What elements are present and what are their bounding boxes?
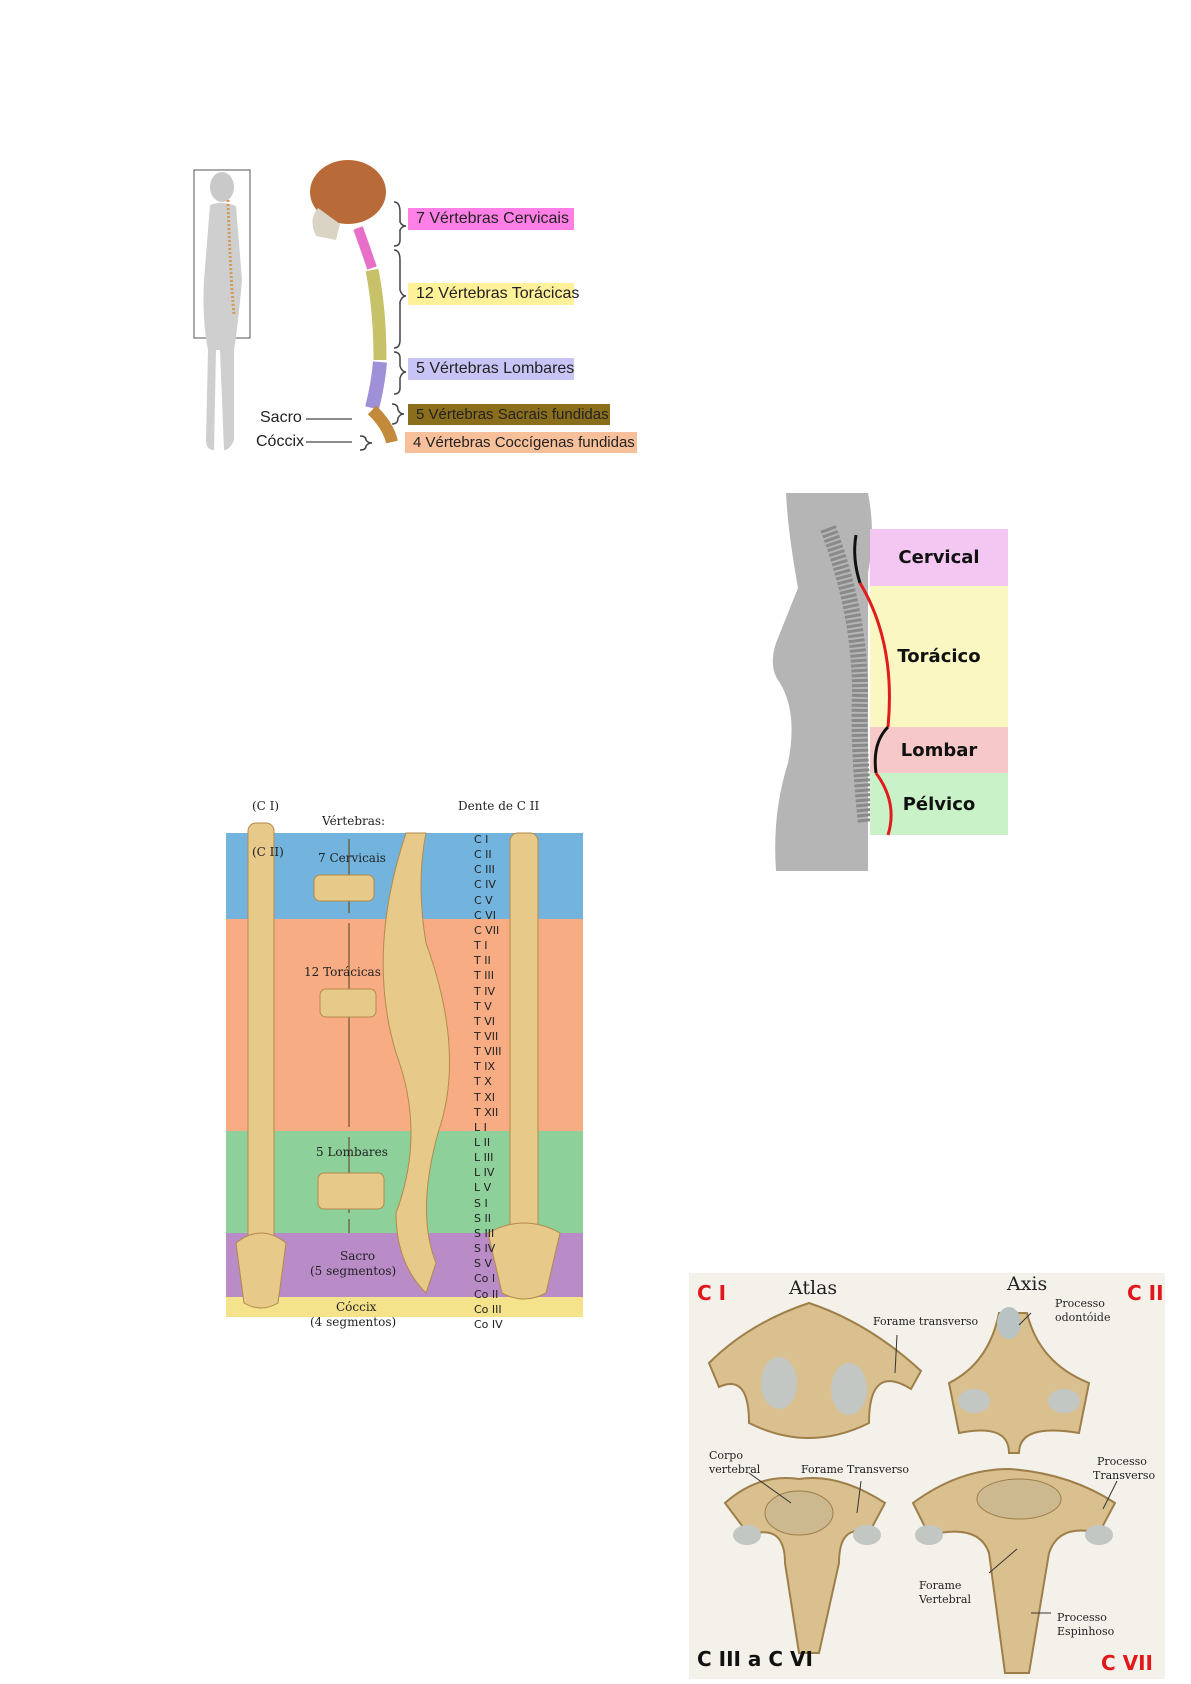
vertebra-labels-list: C I C II C III C IV C V C VI C VII T I T II T III… — [474, 833, 508, 1333]
label-coccygeal-vertebrae: 4 Vértebras Coccígenas fundidas — [405, 432, 637, 453]
vertebra-label: L II — [474, 1136, 490, 1149]
vertebra-label: T XI — [474, 1091, 495, 1104]
vertebra-label: Co I — [474, 1272, 495, 1285]
vertebra-label: C V — [474, 894, 493, 907]
annotation-corpo-1: Corpo — [709, 1449, 743, 1463]
annotation-forame-transverso: Forame transverso — [873, 1315, 978, 1329]
vertebra-label: Co IV — [474, 1318, 503, 1331]
annotation-forame-vertebral-2: Vertebral — [919, 1593, 971, 1607]
vertebra-label: C VII — [474, 924, 499, 937]
label-coccix: Cóccix — [256, 433, 304, 451]
spine-overview-figure: 7 Vértebras Cervicais 12 Vértebras Torác… — [180, 150, 650, 500]
label-coccix: Cóccix — [336, 1300, 376, 1314]
vertebra-label: T IX — [474, 1060, 495, 1073]
label-ci: (C I) — [252, 799, 279, 813]
label-thoracic-vertebrae: 12 Vértebras Torácicas — [408, 283, 574, 305]
label-lumbar-vertebrae: 5 Vértebras Lombares — [408, 358, 574, 380]
vertebra-label: C IV — [474, 878, 496, 891]
vertebra-label: C III — [474, 863, 495, 876]
vertebra-label: T X — [474, 1075, 492, 1088]
label-5-lombares: 5 Lombares — [316, 1145, 388, 1159]
label-sacro-segments: (5 segmentos) — [310, 1264, 396, 1278]
label-coccix-segments: (4 segmentos) — [310, 1315, 396, 1329]
vertebra-label: L V — [474, 1181, 491, 1194]
annotation-processo-espinhoso-2: Espinhoso — [1057, 1625, 1114, 1639]
label-vertebras: Vértebras: — [322, 814, 385, 828]
label-7-cervicais: 7 Cervicais — [318, 851, 386, 865]
annotation-processo-odontoide-1: Processo — [1055, 1297, 1105, 1311]
vertebra-label: L I — [474, 1121, 487, 1134]
label-cii-red: C II — [1127, 1281, 1164, 1305]
vertebra-label: T XII — [474, 1106, 498, 1119]
vertebra-label: S I — [474, 1197, 488, 1210]
spine-curvature-figure: Cervical Torácico Lombar Pélvico — [768, 493, 1008, 871]
vertebra-label: L IV — [474, 1166, 494, 1179]
vertebra-label: S IV — [474, 1242, 495, 1255]
label-cvii-red: C VII — [1101, 1651, 1153, 1675]
vertebra-label: T VII — [474, 1030, 498, 1043]
label-cii: (C II) — [252, 845, 284, 859]
annotation-processo-odontoide-2: odontóide — [1055, 1311, 1110, 1325]
spine-regions-figure: (C I) (C II) Vértebras: Dente de C II 7 … — [226, 793, 583, 1338]
annotation-forame-vertebral-1: Forame — [919, 1579, 961, 1593]
label-cervical-vertebrae: 7 Vértebras Cervicais — [408, 208, 574, 230]
label-sacro: Sacro — [260, 409, 302, 427]
title-atlas: Atlas — [789, 1277, 837, 1299]
label-ciii-cvi: C III a C VI — [697, 1647, 813, 1671]
annotation-forame-transverso-2: Forame Transverso — [801, 1463, 909, 1477]
cervical-vertebrae-figure: C I C II Atlas Axis Forame transverso Pr… — [689, 1273, 1165, 1679]
annotation-processo-espinhoso-1: Processo — [1057, 1611, 1107, 1625]
annotation-processo-transverso-2: Transverso — [1093, 1469, 1155, 1483]
annotation-corpo-2: vertebral — [709, 1463, 760, 1477]
vertebra-label: S V — [474, 1257, 492, 1270]
vertebra-label: S III — [474, 1227, 494, 1240]
annotation-processo-transverso-1: Processo — [1097, 1455, 1147, 1469]
vertebra-label: T V — [474, 1000, 492, 1013]
title-axis: Axis — [1007, 1273, 1047, 1295]
vertebra-label: C II — [474, 848, 492, 861]
vertebra-label: L III — [474, 1151, 493, 1164]
vertebra-label: T II — [474, 954, 491, 967]
vertebra-label: C I — [474, 833, 488, 846]
vertebra-label: T VIII — [474, 1045, 501, 1058]
label-sacro: Sacro — [340, 1249, 375, 1263]
vertebra-label: Co III — [474, 1303, 502, 1316]
label-ci-red: C I — [697, 1281, 726, 1305]
vertebra-label: Co II — [474, 1288, 498, 1301]
label-12-toracicas: 12 Torácicas — [304, 965, 381, 979]
label-sacral-vertebrae: 5 Vértebras Sacrais fundidas — [408, 404, 610, 425]
vertebra-label: T I — [474, 939, 487, 952]
label-dente: Dente de C II — [458, 799, 539, 813]
vertebra-label: T VI — [474, 1015, 495, 1028]
curvature-lines — [768, 493, 1008, 871]
vertebra-label: S II — [474, 1212, 491, 1225]
spine-views-illustration — [226, 793, 583, 1338]
vertebra-label: T III — [474, 969, 494, 982]
vertebra-label: T IV — [474, 985, 495, 998]
vertebra-label: C VI — [474, 909, 496, 922]
